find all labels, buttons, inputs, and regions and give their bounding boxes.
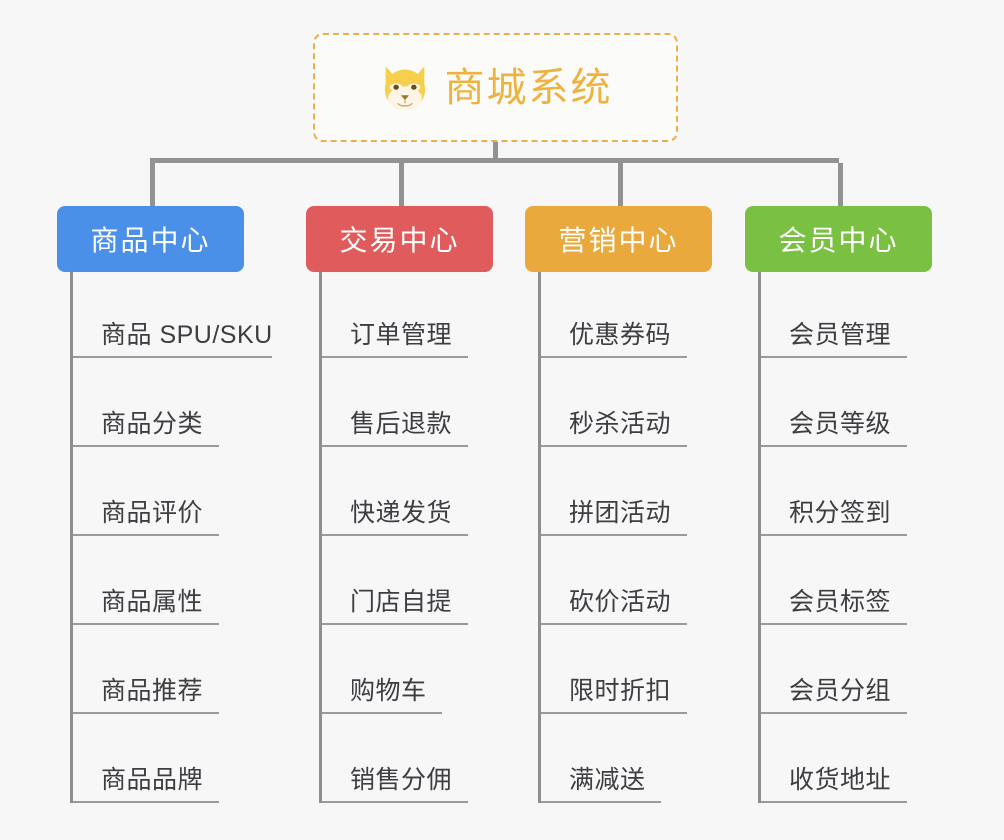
leaf-item-label: 商品品牌	[101, 766, 204, 794]
leaf-item[interactable]: 拼团活动	[525, 450, 755, 539]
leaf-item[interactable]: 商品推荐	[57, 628, 287, 717]
connector-branch-drop	[838, 163, 843, 206]
leaf-item-label: 会员等级	[789, 410, 892, 438]
branch-header-label: 营销中心	[558, 225, 679, 256]
leaf-item-underline	[70, 623, 219, 625]
leaf-item-label: 优惠券码	[569, 321, 672, 349]
leaf-item[interactable]: 积分签到	[745, 450, 975, 539]
leaf-item-label: 商品分类	[101, 410, 204, 438]
branch-header-label: 会员中心	[778, 225, 899, 256]
leaf-item-label: 门店自提	[350, 588, 453, 616]
leaf-item-underline	[319, 623, 468, 625]
connector-column-spine	[319, 272, 322, 803]
leaf-item-underline	[70, 712, 219, 714]
leaf-item-label: 商品 SPU/SKU	[101, 321, 273, 349]
leaf-item[interactable]: 售后退款	[306, 361, 536, 450]
connector-column-spine	[538, 272, 541, 803]
leaf-item-underline	[538, 534, 687, 536]
leaf-item-underline	[758, 356, 907, 358]
leaf-item[interactable]: 会员等级	[745, 361, 975, 450]
leaf-item-underline	[538, 445, 687, 447]
leaf-item-underline	[70, 801, 219, 803]
leaf-item[interactable]: 会员管理	[745, 272, 975, 361]
leaf-item[interactable]: 满减送	[525, 717, 755, 806]
leaf-item[interactable]: 门店自提	[306, 539, 536, 628]
connector-branch-drop	[399, 163, 404, 206]
leaf-item-label: 商品推荐	[101, 677, 204, 705]
leaf-item-underline	[319, 801, 468, 803]
leaf-item-underline	[538, 801, 661, 803]
leaf-item-label: 会员标签	[789, 588, 892, 616]
leaf-item-label: 商品评价	[101, 499, 204, 527]
leaf-item-label: 限时折扣	[569, 677, 672, 705]
connector-column-spine	[758, 272, 761, 803]
leaf-item-label: 售后退款	[350, 410, 453, 438]
root-node-label: 商城系统	[444, 65, 613, 110]
branch-header-2[interactable]: 交易中心	[306, 206, 493, 272]
branch-header-label: 商品中心	[90, 225, 211, 256]
leaf-item-label: 积分签到	[789, 499, 892, 527]
leaf-item[interactable]: 订单管理	[306, 272, 536, 361]
leaf-item[interactable]: 快递发货	[306, 450, 536, 539]
connector-root-stem	[493, 142, 498, 163]
leaf-item[interactable]: 限时折扣	[525, 628, 755, 717]
leaf-item[interactable]: 商品分类	[57, 361, 287, 450]
leaf-item[interactable]: 商品评价	[57, 450, 287, 539]
connector-branch-drop	[150, 163, 155, 206]
leaf-item-label: 购物车	[350, 677, 427, 705]
leaf-item-underline	[319, 534, 468, 536]
leaf-item[interactable]: 商品品牌	[57, 717, 287, 806]
leaf-item-underline	[319, 356, 468, 358]
leaf-item[interactable]: 收货地址	[745, 717, 975, 806]
leaf-item-label: 订单管理	[350, 321, 453, 349]
branch-header-label: 交易中心	[339, 225, 460, 256]
leaf-item-underline	[70, 356, 272, 358]
leaf-item-label: 快递发货	[350, 499, 453, 527]
leaf-item-underline	[538, 356, 687, 358]
leaf-item[interactable]: 商品属性	[57, 539, 287, 628]
leaf-item[interactable]: 销售分佣	[306, 717, 536, 806]
leaf-item-label: 收货地址	[789, 766, 892, 794]
leaf-item[interactable]: 会员标签	[745, 539, 975, 628]
leaf-item-label: 砍价活动	[569, 588, 672, 616]
leaf-list: 订单管理售后退款快递发货门店自提购物车销售分佣	[306, 272, 536, 806]
branch-header-3[interactable]: 营销中心	[525, 206, 712, 272]
shiba-dog-face-icon	[384, 65, 425, 111]
connector-column-spine	[70, 272, 73, 803]
leaf-item-underline	[538, 623, 687, 625]
leaf-item-underline	[538, 712, 687, 714]
leaf-item-underline	[319, 712, 442, 714]
leaf-item[interactable]: 商品 SPU/SKU	[57, 272, 287, 361]
leaf-item-underline	[758, 534, 907, 536]
leaf-item-underline	[319, 445, 468, 447]
leaf-item-label: 秒杀活动	[569, 410, 672, 438]
leaf-item[interactable]: 砍价活动	[525, 539, 755, 628]
branch-header-1[interactable]: 商品中心	[57, 206, 244, 272]
root-node-shopping-mall-system[interactable]: 商城系统	[313, 33, 678, 142]
leaf-item-label: 拼团活动	[569, 499, 672, 527]
leaf-item-underline	[758, 623, 907, 625]
leaf-list: 优惠券码秒杀活动拼团活动砍价活动限时折扣满减送	[525, 272, 755, 806]
leaf-item[interactable]: 会员分组	[745, 628, 975, 717]
leaf-item-label: 会员分组	[789, 677, 892, 705]
branch-header-4[interactable]: 会员中心	[745, 206, 932, 272]
leaf-item-label: 销售分佣	[350, 766, 453, 794]
leaf-list: 商品 SPU/SKU 商品分类商品评价商品属性商品推荐商品品牌	[57, 272, 287, 806]
leaf-item[interactable]: 秒杀活动	[525, 361, 755, 450]
leaf-item-underline	[758, 712, 907, 714]
leaf-item[interactable]: 购物车	[306, 628, 536, 717]
leaf-item-label: 商品属性	[101, 588, 204, 616]
leaf-item-underline	[758, 801, 907, 803]
connector-branch-drop	[618, 163, 623, 206]
leaf-item-underline	[70, 445, 219, 447]
connector-horizontal-bus	[150, 158, 839, 163]
leaf-list: 会员管理会员等级积分签到会员标签会员分组收货地址	[745, 272, 975, 806]
leaf-item-underline	[70, 534, 219, 536]
leaf-item[interactable]: 优惠券码	[525, 272, 755, 361]
leaf-item-label: 会员管理	[789, 321, 892, 349]
leaf-item-label: 满减送	[569, 766, 646, 794]
leaf-item-underline	[758, 445, 907, 447]
